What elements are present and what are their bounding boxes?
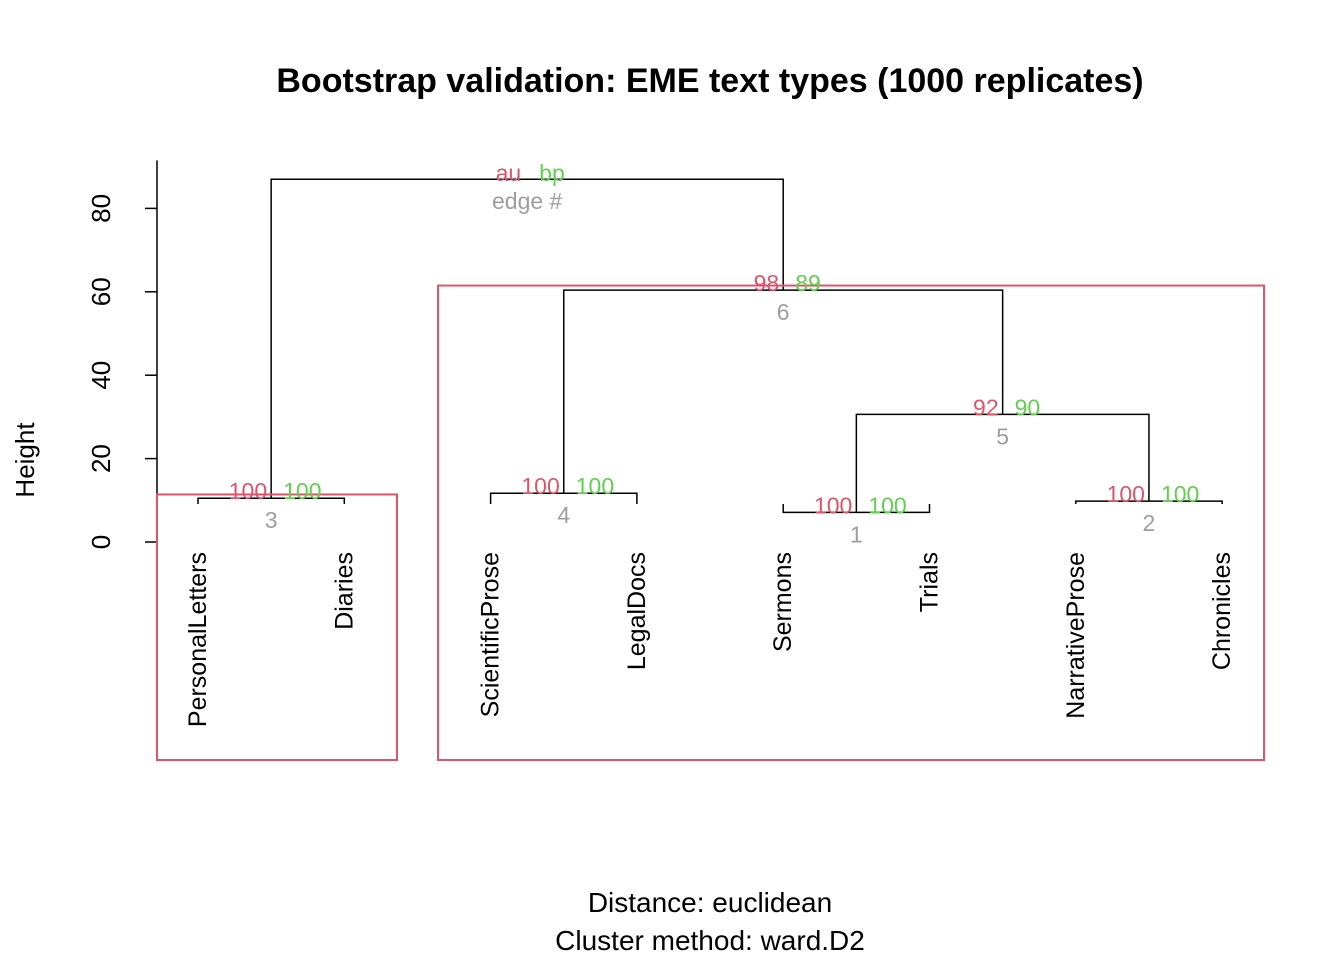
leaf-label: Sermons [769, 552, 797, 652]
y-tick-label: 80 [86, 194, 116, 223]
leaf-label: Chronicles [1208, 552, 1236, 670]
y-axis-label: Height [10, 422, 40, 498]
chart-title: Bootstrap validation: EME text types (10… [276, 62, 1143, 100]
y-tick-label: 60 [86, 277, 116, 306]
merge-edge-2 [1075, 500, 1223, 504]
merge-edge-7 [270, 178, 784, 499]
bp-value: 90 [1015, 394, 1041, 420]
bp-value: 100 [868, 492, 906, 518]
method-subtitle: Cluster method: ward.D2 [555, 925, 865, 956]
y-axis: 0 20 40 60 80 [86, 160, 158, 549]
cluster-rect [437, 284, 1265, 761]
bp-value: 100 [1161, 481, 1199, 507]
legend-au: au [496, 160, 522, 186]
leaf-label: NarrativeProse [1062, 552, 1090, 719]
bp-value: 100 [283, 478, 321, 504]
leaf-labels: PersonalLetters Diaries ScientificProse Leg… [184, 552, 1236, 727]
au-value: 100 [814, 492, 852, 518]
au-value: 100 [521, 473, 559, 499]
cluster-rect [156, 493, 398, 761]
leaf-label: Trials [916, 552, 944, 612]
cluster-highlights [156, 284, 1265, 761]
leaf-label: ScientificProse [477, 552, 505, 717]
edge-number: 1 [850, 521, 863, 547]
merge-edge-3 [197, 497, 346, 504]
au-value: 98 [754, 270, 780, 296]
leaf-label: PersonalLetters [184, 552, 212, 727]
edge-number: 6 [777, 299, 790, 325]
y-tick-label: 40 [86, 361, 116, 390]
leaf-label: Diaries [330, 552, 358, 630]
legend-bp: bp [539, 160, 565, 186]
y-tick-label: 20 [86, 444, 116, 473]
legend-edge: edge # [492, 188, 563, 214]
dendrogram-tree [197, 178, 1223, 514]
edge-number: 2 [1143, 510, 1156, 536]
bp-value: 89 [795, 270, 821, 296]
edge-number: 3 [265, 507, 278, 533]
edge-number: 5 [996, 423, 1009, 449]
edge-number: 4 [557, 502, 570, 528]
bp-value: 100 [576, 473, 614, 499]
au-value: 100 [229, 478, 267, 504]
au-value: 100 [1107, 481, 1145, 507]
au-value: 92 [973, 394, 999, 420]
leaf-label: LegalDocs [623, 552, 651, 670]
y-tick-label: 0 [86, 535, 116, 549]
distance-subtitle: Distance: euclidean [588, 887, 832, 918]
